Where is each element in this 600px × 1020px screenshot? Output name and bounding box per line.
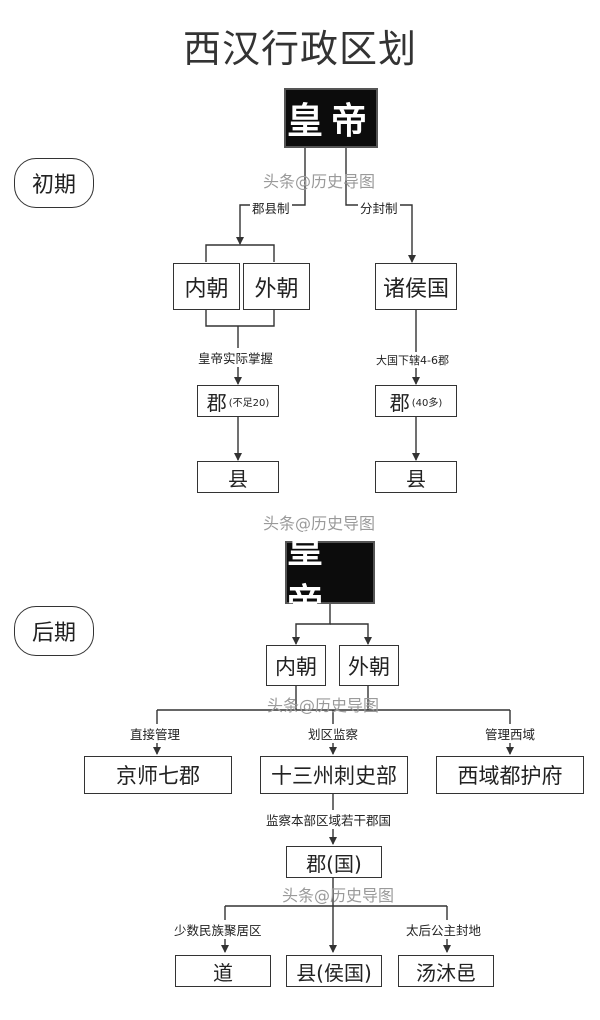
inner-court-early-node: 内朝 [173,263,240,310]
western-regions-protectorate-node: 西域都护府 [436,756,584,794]
page-title: 西汉行政区划 [182,27,417,71]
capital-seven-commanderies-node: 京师七郡 [84,756,232,794]
commandery-left-text: 郡 [206,390,227,415]
county-right-node: 县 [375,461,457,493]
label-enfeoffment: 分封制 [358,198,400,217]
watermark: 头条@历史导图 [263,514,376,533]
commandery-right-node: 郡(40多) [375,385,457,417]
commandery-state-node: 郡(国) [286,846,382,878]
commandery-right-note: (40多) [411,397,443,409]
county-left-node: 县 [197,461,279,493]
label-fief-land: 太后公主封地 [404,920,484,939]
commandery-left-node: 郡(不足20) [197,385,279,417]
phase-early-label: 初期 [14,158,94,208]
watermark: 头条@历史导图 [267,696,380,715]
commandery-left-note: (不足20) [228,397,270,409]
vassal-state-node: 诸侯国 [375,263,457,310]
outer-court-early-node: 外朝 [243,263,310,310]
watermark: 头条@历史导图 [263,172,376,191]
bath-town-node: 汤沐邑 [398,955,494,987]
outer-court-late-node: 外朝 [339,645,399,686]
watermark: 头条@历史导图 [282,886,395,905]
label-county-system: 郡县制 [250,198,292,217]
label-inspection-scope: 监察本部区域若干郡国 [264,810,394,829]
phase-late-label: 后期 [14,606,94,656]
label-vassal-scope: 大国下辖4-6郡 [374,352,451,368]
label-emperor-control: 皇帝实际掌握 [196,348,276,367]
label-zone-inspection: 划区监察 [306,724,361,743]
label-direct-management: 直接管理 [128,724,183,743]
label-western-management: 管理西域 [483,724,538,743]
inner-court-late-node: 内朝 [266,645,326,686]
commandery-right-text: 郡 [389,390,410,415]
emperor-early-node: 皇帝 [284,88,378,148]
county-marquisate-node: 县(侯国) [286,955,382,987]
thirteen-inspectorates-node: 十三州刺史部 [260,756,408,794]
dao-node: 道 [175,955,271,987]
label-minority-region: 少数民族聚居区 [172,920,264,939]
emperor-late-node: 皇帝 [285,529,375,623]
